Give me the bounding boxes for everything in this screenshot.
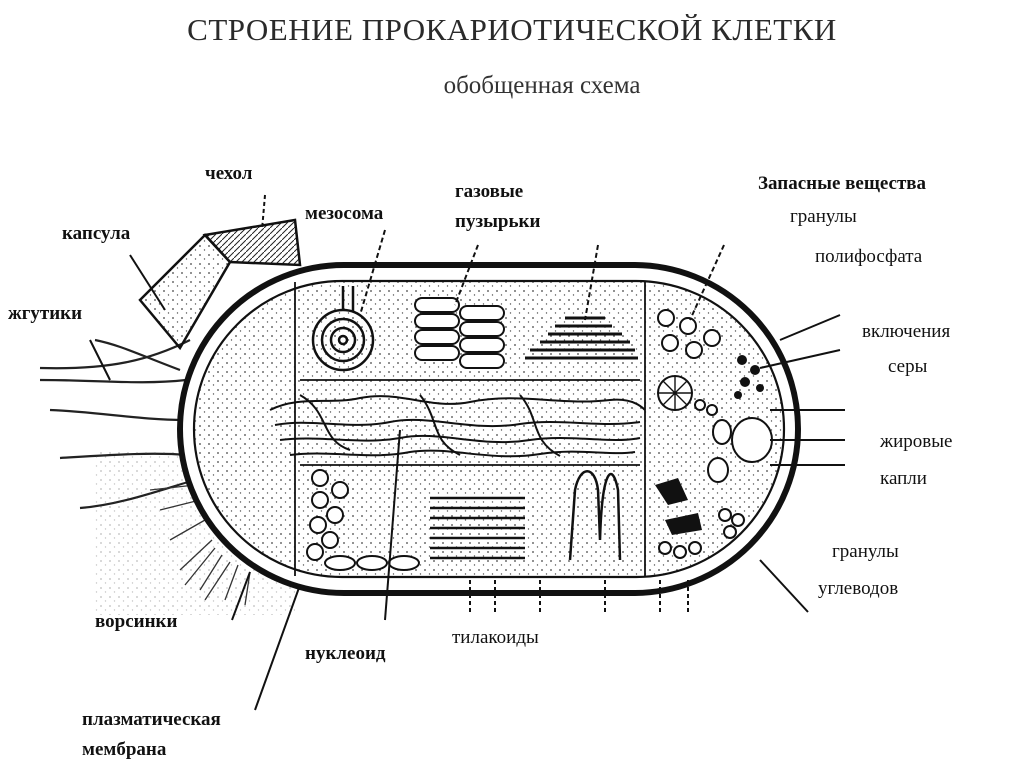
label-membrane-1: плазматическая: [82, 709, 221, 730]
gas-vesicles: [414, 297, 505, 369]
folded-membranes: [568, 470, 622, 561]
label-sheath: чехол: [205, 163, 253, 184]
lipid-droplets: [694, 399, 773, 483]
label-lipid-2: капли: [880, 468, 927, 489]
plasma-membrane: [192, 279, 786, 579]
thylakoid-stack-top: [525, 316, 638, 360]
diagram-title: СТРОЕНИЕ ПРОКАРИОТИЧЕСКОЙ КЛЕТКИ: [187, 12, 837, 47]
thylakoid-stack-bottom: [430, 496, 525, 560]
sulfur-inclusions: [734, 355, 764, 399]
compartments: [294, 282, 646, 576]
nucleoid: [269, 394, 646, 458]
label-polyphosphate-1: гранулы: [790, 206, 857, 227]
label-flagella: жгутики: [8, 303, 83, 324]
label-membrane-2: мембрана: [82, 739, 167, 760]
sheath: [202, 218, 302, 267]
leader-lines: [89, 194, 845, 711]
granules-left: [306, 469, 420, 571]
diagram-subtitle: обобщенная схема: [443, 72, 641, 99]
label-mesosome: мезосома: [305, 203, 384, 224]
label-carbohydrate-2: углеводов: [818, 578, 899, 599]
label-sulfur-1: включения: [862, 321, 951, 342]
label-nucleoid: нуклеоид: [305, 643, 386, 664]
label-sulfur-2: серы: [888, 356, 928, 377]
label-gas-vesicles-1: газовые: [455, 181, 524, 202]
label-pili: ворсинки: [95, 611, 178, 632]
carbohydrate-granules: [655, 478, 745, 559]
label-gas-vesicles-2: пузырьки: [455, 211, 541, 232]
label-polyphosphate-2: полифосфата: [815, 246, 923, 267]
polyphosphate-granules: [657, 309, 721, 411]
label-thylakoids: тилакоиды: [452, 627, 539, 648]
label-capsule: капсула: [62, 223, 131, 244]
label-lipid-1: жировые: [880, 431, 953, 452]
mesosome: [311, 286, 375, 372]
label-carbohydrate-1: гранулы: [832, 541, 899, 562]
label-reserve-substances: Запасные вещества: [758, 173, 927, 194]
